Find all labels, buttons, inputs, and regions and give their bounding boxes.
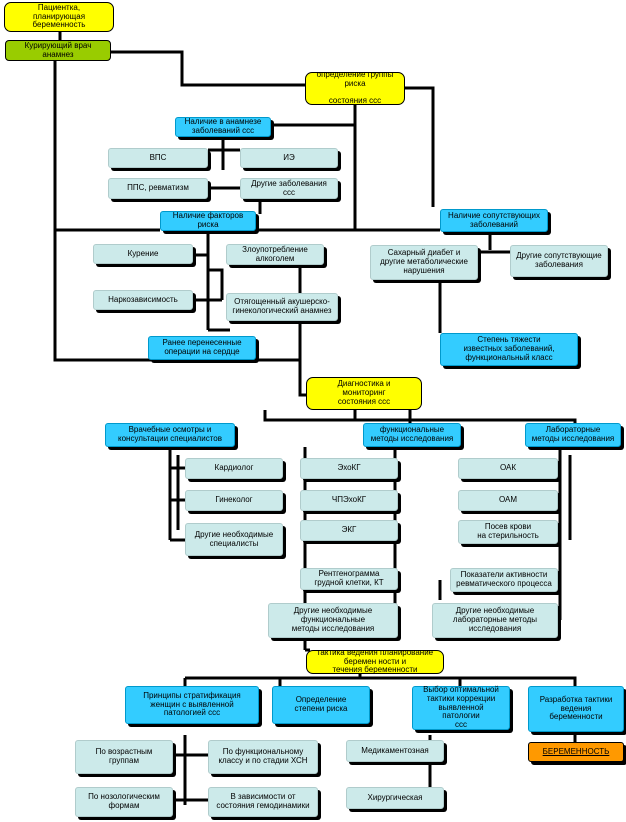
echo-node: ЭхоКГ bbox=[300, 458, 398, 479]
pregnancy-node: БЕРЕМЕННОСТЬ bbox=[528, 742, 624, 762]
other-specialists-node: Другие необходимые специалисты bbox=[185, 523, 283, 556]
patient-node: Пациентка, планирующая беременность bbox=[4, 2, 114, 32]
drugs-node: Наркозависимость bbox=[93, 290, 193, 310]
severity-node: Степень тяжести известных заболеваний, ф… bbox=[440, 333, 578, 366]
other-comorbid-node: Другие сопутствующие заболевания bbox=[510, 245, 608, 277]
surgical-node: Хирургическая bbox=[346, 787, 444, 809]
functional-node: функциональные методы исследования bbox=[363, 423, 461, 447]
oam-node: ОАМ bbox=[458, 490, 558, 511]
medication-node: Медикаментозная bbox=[346, 740, 444, 762]
tactics-node: тактика ведения планирование беремен нос… bbox=[306, 648, 444, 674]
alcohol-node: Злоупотребление алкоголем bbox=[226, 244, 324, 265]
exams-node: Врачебные осмотры и консультации специал… bbox=[105, 423, 235, 447]
cardiologist-node: Кардиолог bbox=[185, 458, 283, 479]
tee-node: ЧПЭхоКГ bbox=[300, 490, 398, 511]
diagnostics-node: Диагностика и мониторинг состояния ссс bbox=[306, 377, 422, 410]
management-node: Разработка тактики ведения беременности bbox=[528, 686, 624, 732]
other-functional-node: Другие необходимые функциональные методы… bbox=[268, 603, 398, 638]
pps-node: ППС, ревматизм bbox=[108, 178, 208, 199]
risk-group-node: определение группы риска состояния ссс bbox=[305, 70, 405, 105]
stratification-node: Принципы стратификация женщин с выявленн… bbox=[125, 686, 259, 724]
cvd-history-node: Наличие в анамнезе заболеваний ссс bbox=[175, 117, 271, 137]
correction-node: Выбор оптимальной тактики коррекции выяв… bbox=[412, 685, 510, 730]
doctor-node: Курирующий врач анамнез bbox=[5, 40, 111, 61]
ecg-node: ЭКГ bbox=[300, 520, 398, 541]
risk-degree-node: Определение степени риска bbox=[272, 686, 370, 724]
by-nyha-node: По функциональному классу и по стадии ХС… bbox=[208, 740, 318, 774]
gynecologist-node: Гинеколог bbox=[185, 490, 283, 511]
by-hemodynamics-node: В зависимости от состояния гемодинамики bbox=[208, 787, 318, 817]
obstetric-node: Отягощенный акушерско- гинекологический … bbox=[226, 293, 338, 321]
lab-node: Лабораторные методы исследования bbox=[525, 423, 621, 447]
by-age-node: По возрастным группам bbox=[75, 740, 173, 774]
surgery-node: Ранее перенесенные операции на сердце bbox=[148, 336, 256, 360]
other-lab-node: Другие необходимые лабораторные методы и… bbox=[432, 603, 558, 638]
oak-node: ОАК bbox=[458, 458, 558, 479]
xray-node: Рентгенограмма грудной клетки, КТ bbox=[300, 568, 398, 590]
diabetes-node: Сахарный диабет и другие метаболические … bbox=[370, 245, 478, 280]
ie-node: ИЭ bbox=[240, 148, 338, 168]
smoking-node: Курение bbox=[93, 244, 193, 264]
other-diseases-node: Другие заболевания ссс bbox=[240, 178, 338, 199]
by-nosology-node: По нозологическим формам bbox=[75, 787, 173, 817]
vps-node: ВПС bbox=[108, 148, 208, 168]
comorbid-node: Наличие сопутствующих заболеваний bbox=[440, 209, 548, 232]
rheum-markers-node: Показатели активности ревматического про… bbox=[450, 568, 558, 592]
risk-factors-node: Наличие факторов риска bbox=[160, 211, 256, 231]
blood-culture-node: Посев крови на стерильность bbox=[458, 520, 558, 544]
